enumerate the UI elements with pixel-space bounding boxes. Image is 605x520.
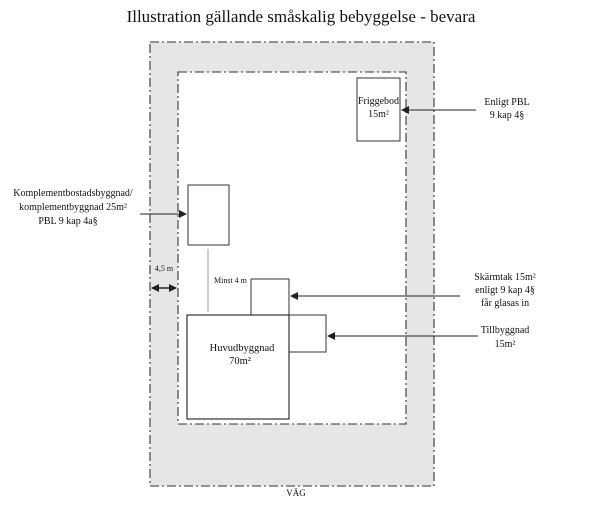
setback-label: 4,5 m [155,264,174,273]
friggebod-area: 15m² [368,109,389,120]
enligt-pbl-label-line2: 9 kap 4§ [490,110,524,121]
huvud-building: Huvudbyggnad 70m² [186,314,290,420]
skarmtak-callout-line2: enligt 9 kap 4§ [475,285,535,296]
skarmtak-building [250,278,290,316]
huvud-label: Huvudbyggnad [210,343,275,354]
komplement-callout-line2: komplementbyggnad 25m² [19,202,127,213]
skarmtak-callout-line1: Skärmtak 15m² [474,272,536,283]
komplement-callout-line3: PBL 9 kap 4a§ [38,216,97,227]
skarmtak-callout-line3: får glasas in [481,298,529,309]
setback-zone [150,42,434,486]
min-distance-label: Minst 4 m [214,276,248,285]
tillbyggnad-callout-line2: 15m² [495,339,516,350]
property-boundary [149,41,435,487]
enligt-pbl-label-line1: Enligt PBL [484,97,529,108]
komplement-building [187,184,230,246]
road-label: VÄG [286,488,306,498]
diagram-title: Illustration gällande småskalig bebyggel… [127,7,476,26]
friggebod-building: Friggebod 15m² [356,77,401,142]
buildable-boundary [177,71,407,425]
huvud-area: 70m² [229,356,251,367]
komplement-callout-line1: Komplementbostadsbyggnad/ [13,188,133,199]
tillbyggnad-callout-line1: Tillbyggnad [481,325,530,336]
tillbyggnad-building [288,314,327,353]
friggebod-label: Friggebod [358,96,399,107]
